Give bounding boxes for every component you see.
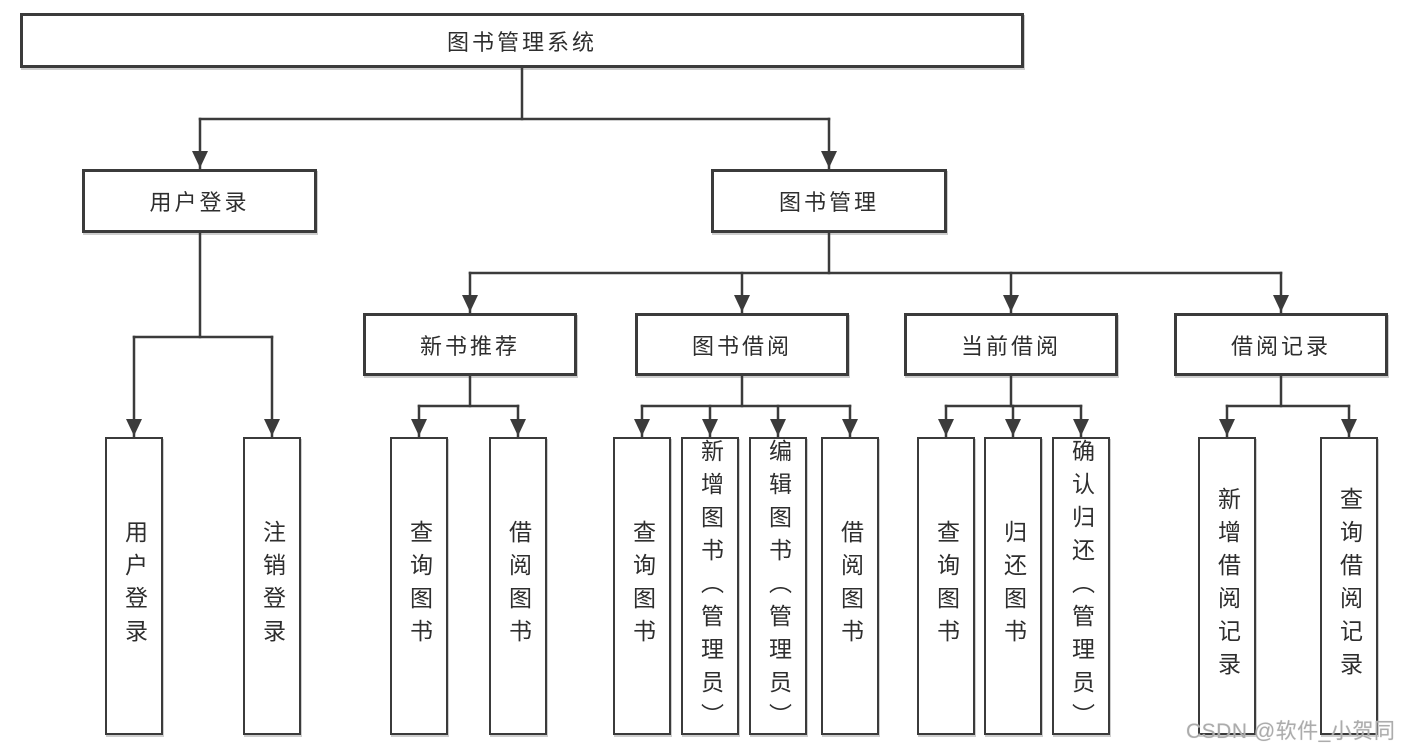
leaf-cb-return-books-label: 归还图书 <box>1000 520 1027 652</box>
leaf-cb-return-books: 归还图书 <box>984 437 1042 735</box>
leaf-logout-label: 注销登录 <box>259 520 286 652</box>
node-new-book-rec-label: 新书推荐 <box>419 333 520 359</box>
leaf-cb-confirm-return: 确认归还（管理员） <box>1052 437 1110 736</box>
leaf-nbr-borrow-books: 借阅图书 <box>489 437 547 735</box>
leaf-bb-add-books: 新增图书（管理员） <box>681 437 739 736</box>
node-root: 图书管理系统 <box>20 13 1024 68</box>
leaf-cb-query-books: 查询图书 <box>917 437 975 735</box>
leaf-bb-add-books-label: 新增图书（管理员） <box>697 439 724 736</box>
leaf-user-login: 用户登录 <box>105 437 163 735</box>
leaf-nbr-query-books-label: 查询图书 <box>406 520 433 652</box>
node-book-mgmt: 图书管理 <box>711 169 947 233</box>
leaf-br-query-record-label: 查询借阅记录 <box>1336 487 1363 685</box>
node-user-login-label: 用户登录 <box>149 190 250 215</box>
node-current-borrow-label: 当前借阅 <box>960 333 1061 359</box>
watermark: CSDN @软件_小贺同学 <box>1186 720 1396 743</box>
leaf-bb-query-books-label: 查询图书 <box>629 520 656 652</box>
leaf-nbr-borrow-books-label: 借阅图书 <box>505 520 532 652</box>
leaf-bb-borrow-books-label: 借阅图书 <box>837 520 864 652</box>
leaf-logout: 注销登录 <box>243 437 301 735</box>
leaf-bb-query-books: 查询图书 <box>613 437 671 735</box>
leaf-br-add-record: 新增借阅记录 <box>1198 437 1256 735</box>
node-book-borrow-label: 图书借阅 <box>691 333 792 359</box>
leaf-br-query-record: 查询借阅记录 <box>1320 437 1378 735</box>
node-borrow-records: 借阅记录 <box>1174 313 1388 376</box>
leaf-user-login-label: 用户登录 <box>121 520 148 652</box>
node-book-borrow: 图书借阅 <box>635 313 849 376</box>
node-root-label: 图书管理系统 <box>446 29 597 55</box>
leaf-bb-borrow-books: 借阅图书 <box>821 437 879 735</box>
leaf-nbr-query-books: 查询图书 <box>390 437 448 735</box>
leaf-cb-query-books-label: 查询图书 <box>933 520 960 652</box>
leaf-bb-edit-books: 编辑图书（管理员） <box>749 437 807 736</box>
leaf-bb-edit-books-label: 编辑图书（管理员） <box>765 439 792 736</box>
node-current-borrow: 当前借阅 <box>904 313 1118 376</box>
leaf-br-add-record-label: 新增借阅记录 <box>1214 487 1241 685</box>
node-new-book-rec: 新书推荐 <box>363 313 577 376</box>
node-user-login: 用户登录 <box>82 169 317 233</box>
node-borrow-records-label: 借阅记录 <box>1230 333 1331 359</box>
node-book-mgmt-label: 图书管理 <box>778 190 879 215</box>
leaf-cb-confirm-return-label: 确认归还（管理员） <box>1068 439 1095 736</box>
